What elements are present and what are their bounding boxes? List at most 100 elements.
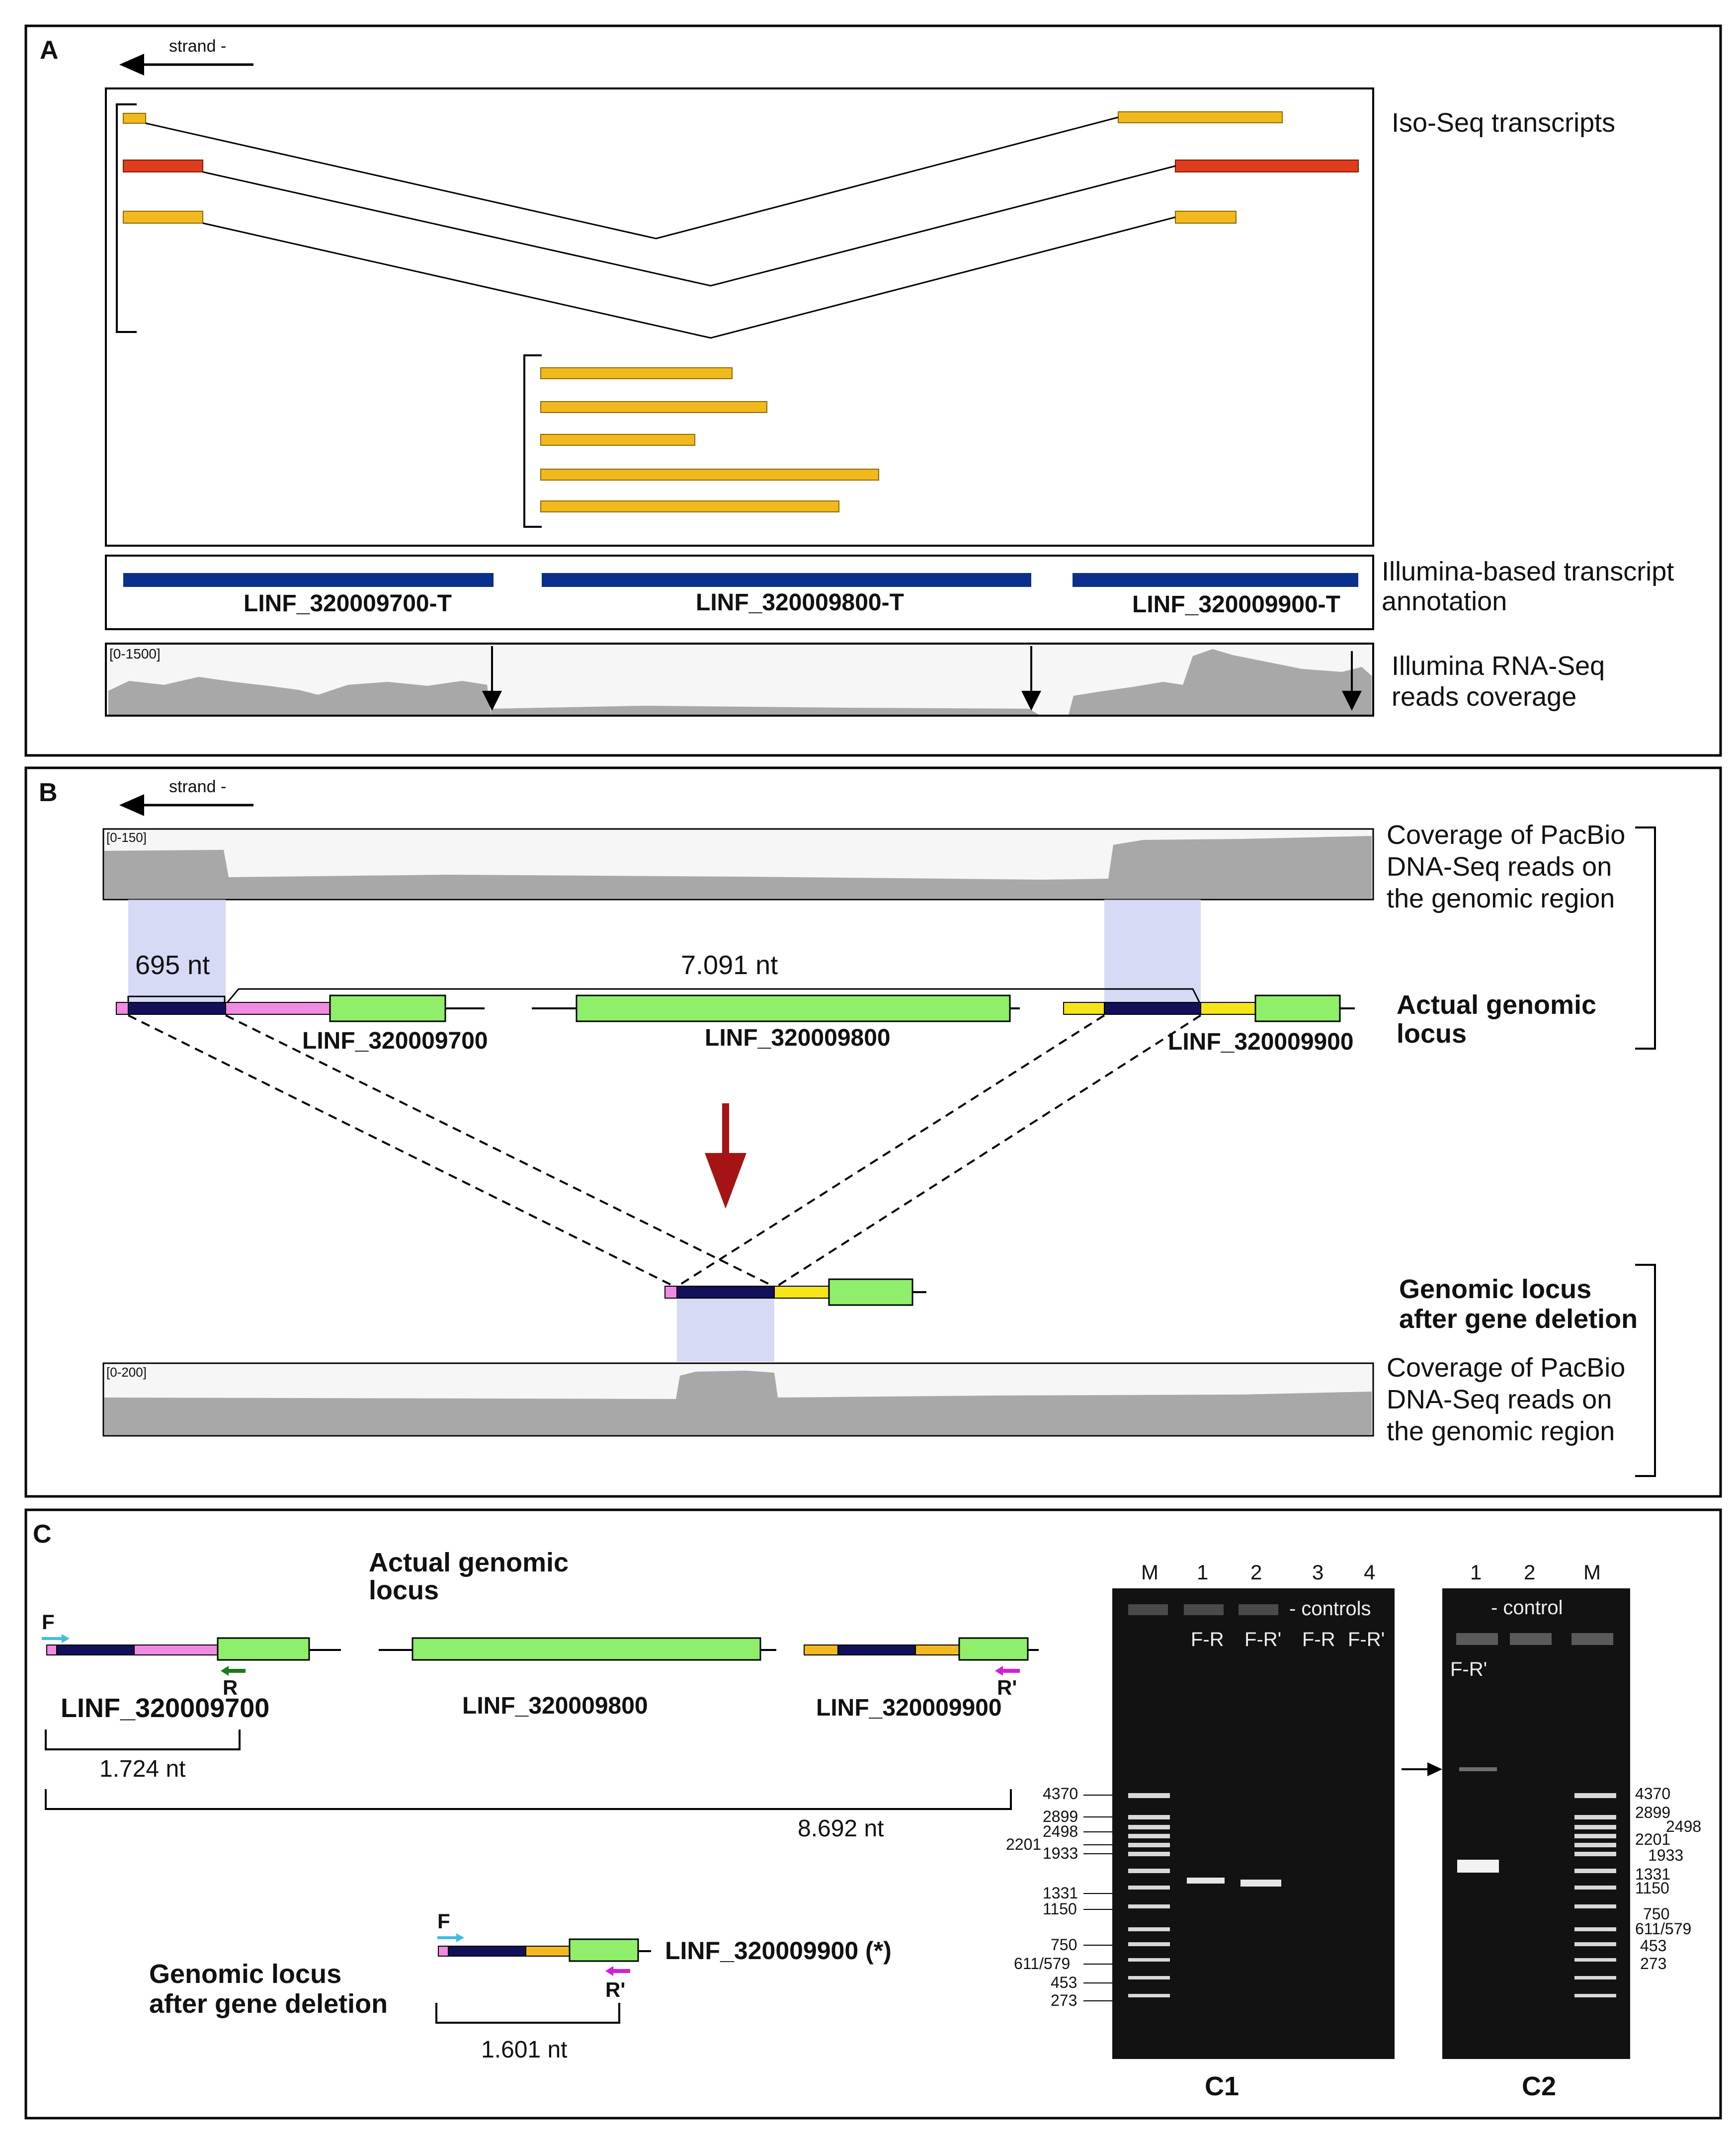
dark-region <box>128 1002 226 1015</box>
ladder-band <box>1574 1927 1616 1931</box>
gene-label: LINF_320009800-T <box>696 589 904 616</box>
deletion-locus-label: after gene deletion <box>149 1989 388 2019</box>
gel-well <box>1128 1604 1168 1615</box>
cds-green <box>569 1938 639 1962</box>
ladder-band <box>1128 1994 1170 1997</box>
gel-lane-label: 1 <box>1470 1561 1482 1584</box>
isoseq-exon-red <box>1175 160 1359 172</box>
utr-yellow <box>915 1645 960 1655</box>
gel-well <box>1456 1633 1498 1645</box>
marker-label: 2201 <box>1006 1835 1041 1853</box>
dark-region <box>448 1946 526 1957</box>
primer-f-label: F <box>42 1610 55 1634</box>
gel-c2-markers: 4370 2899 2498 2201 1933 1331 1150 750 6… <box>1635 1785 1701 1973</box>
isoseq-unspliced <box>540 401 767 413</box>
actual-locus-label: locus <box>369 1575 439 1605</box>
ladder-band <box>1128 1958 1170 1962</box>
ladder-band <box>1574 1869 1616 1873</box>
marker-label: 453 <box>1051 1974 1077 1991</box>
marker-label: 273 <box>1640 1955 1666 1973</box>
marker-label: 1150 <box>1043 1900 1077 1918</box>
marker-label: 750 <box>1643 1905 1669 1923</box>
marker-label: 2498 <box>1043 1822 1078 1840</box>
isoseq-unspliced <box>540 367 733 379</box>
gel-control-label: - control <box>1491 1597 1563 1619</box>
annotation-bar <box>123 573 494 587</box>
primer-r-arrow <box>221 1666 246 1676</box>
marker-label: 1933 <box>1043 1844 1078 1862</box>
gel-well <box>1571 1633 1613 1645</box>
utr-yellow <box>525 1946 570 1957</box>
mapping-line <box>774 1014 1202 1288</box>
gene-label: LINF_320009700-T <box>244 590 452 617</box>
isoseq-bracket-1 <box>116 103 137 333</box>
deletion-gene-label: LINF_320009900 (*) <box>665 1937 892 1965</box>
panel-c-label: C <box>33 1520 52 1549</box>
cds-green <box>329 994 446 1022</box>
pacbio-range: [0-150] <box>106 830 147 845</box>
primer-rp-label: R' <box>605 1978 625 2001</box>
utr-yellow <box>774 1286 829 1299</box>
isoseq-unspliced <box>540 500 839 512</box>
cds-green <box>217 1637 310 1661</box>
gel-controls-label: - controls <box>1289 1598 1371 1620</box>
annotation-box <box>105 555 1374 630</box>
strand-arrow-head <box>119 794 144 816</box>
pacbio-label: DNA-Seq reads on <box>1387 852 1612 882</box>
strand-label: strand - <box>169 37 226 56</box>
ladder-band <box>1574 1904 1616 1908</box>
ladder-band <box>1128 1825 1170 1829</box>
panel-b-label: B <box>39 778 58 807</box>
pacbio-label: Coverage of PacBio <box>1387 820 1625 850</box>
cds-green <box>1254 994 1341 1022</box>
marker-label: 1331 <box>1043 1884 1078 1902</box>
panel-a-frame <box>24 24 1722 757</box>
dark-region <box>676 1286 775 1299</box>
len-1601: 1.601 nt <box>481 2037 567 2063</box>
deletion-highlight <box>1104 900 1201 1006</box>
gel-c1-ticks <box>1083 1795 1112 2001</box>
pacbio-label: the genomic region <box>1387 1416 1615 1446</box>
isoseq-exon <box>123 211 203 224</box>
rnaseq-coverage-track <box>108 649 1372 715</box>
len-1724: 1.724 nt <box>99 1756 185 1782</box>
isoseq-exon-red <box>123 160 203 172</box>
pacbio-label: the genomic region <box>1387 884 1615 913</box>
primer-rp-arrow <box>995 1666 1020 1676</box>
marker-label: 4370 <box>1635 1785 1670 1803</box>
isoseq-label: Iso-Seq transcripts <box>1392 108 1615 138</box>
deletion-locus-label: after gene deletion <box>1399 1304 1638 1334</box>
gel-well <box>1184 1604 1224 1615</box>
ladder-band <box>1574 1852 1616 1856</box>
deletion-locus-label: Genomic locus <box>149 1959 341 1989</box>
rnaseq-label: Illumina RNA-Seq <box>1392 651 1605 681</box>
gel-c1: M 1 2 3 4 - controls F-R F-R' F-R F-R' <box>1006 1561 1395 2101</box>
len-1724-bracket <box>45 1729 241 1750</box>
gel-c2-image <box>1442 1588 1630 2059</box>
gel-lane-label: M <box>1141 1561 1158 1584</box>
utr-pink <box>116 1002 129 1015</box>
utr-yellow <box>804 1645 838 1655</box>
dark-region <box>56 1645 135 1655</box>
pacbio-coverage-top-track <box>104 836 1372 899</box>
gel-primer-label: F-R' <box>1244 1629 1281 1650</box>
isoseq-unspliced <box>540 434 695 446</box>
deletion-highlight <box>677 1292 774 1362</box>
gel-band <box>1187 1878 1225 1884</box>
deletion-arrow-shaft <box>722 1103 729 1168</box>
pacbio-label: DNA-Seq reads on <box>1387 1385 1612 1414</box>
ladder-band <box>1128 1976 1170 1979</box>
ladder-band <box>1574 1994 1616 1997</box>
ladder-c2 <box>1574 1793 1616 1997</box>
annotation-label: annotation <box>1382 586 1507 616</box>
ladder-band <box>1574 1825 1616 1829</box>
gel-band-faint <box>1459 1767 1497 1771</box>
dark-region <box>837 1645 916 1655</box>
len-695-brace <box>127 995 226 1004</box>
ladder-band <box>1574 1793 1616 1798</box>
gene-label: LINF_320009900-T <box>1132 591 1340 618</box>
marker-label: 1150 <box>1635 1879 1669 1897</box>
primer-r-label: R <box>223 1676 238 1699</box>
pacbio-range: [0-200] <box>106 1365 147 1380</box>
